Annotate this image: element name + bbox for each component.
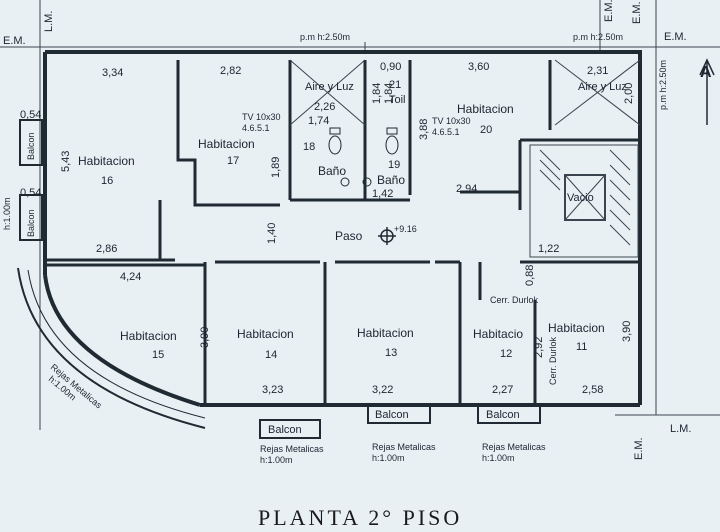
room-20-label: Habitacion (457, 102, 514, 116)
cerr-durlok-vertical-label: Cerr. Durlok (548, 336, 558, 385)
balcon-13-label: Balcon (375, 409, 409, 421)
property-lines (0, 0, 720, 430)
dim-090: 0,90 (380, 61, 401, 73)
north-arrow-icon (699, 58, 715, 125)
dim-360: 3,60 (468, 61, 489, 73)
dim-258: 2,58 (582, 384, 603, 396)
room-18-number: 18 (303, 141, 315, 153)
pm-label-top-right: p.m h:2.50m (573, 32, 623, 42)
dim-390-left: 3,90 (199, 327, 211, 348)
dim-189: 1,89 (270, 157, 282, 178)
dim-054-top: 0,54 (20, 109, 41, 121)
dim-323: 3,23 (262, 384, 283, 396)
em-label-bottom-right: E.M. (633, 437, 645, 460)
dim-140: 1,40 (266, 223, 278, 244)
dim-390-right: 3,90 (621, 321, 633, 342)
room-14-label: Habitacion (237, 327, 294, 341)
rejas-12-line2: h:1.00m (482, 453, 515, 463)
level-value: +9.16 (394, 224, 417, 234)
dim-282: 2,82 (220, 65, 241, 77)
room-12-number: 12 (500, 348, 512, 360)
em-label-top-center: E.M. (603, 0, 615, 22)
plan-title: PLANTA 2° PISO (258, 505, 462, 530)
dim-322: 3,22 (372, 384, 393, 396)
dim-294: 2,94 (456, 183, 477, 195)
room-14-number: 14 (265, 349, 277, 361)
room-19-number: 19 (388, 159, 400, 171)
room-19-label: Baño (377, 173, 405, 187)
tv-spec-left-line1: TV 10x30 (242, 112, 281, 122)
room-17-label: Habitacion (198, 137, 255, 151)
balcon-left-top: Balcon (26, 132, 36, 160)
room-16-label: Habitacion (78, 154, 135, 168)
north-label: A (700, 64, 712, 81)
light-well-left-label: Aire y Luz (305, 81, 354, 93)
tv-spec-right-line1: TV 10x30 (432, 116, 471, 126)
room-20-number: 20 (480, 124, 492, 136)
room-18-label: Baño (318, 164, 346, 178)
tv-spec-left-line2: 4.6.5.1 (242, 123, 270, 133)
dim-227: 2,27 (492, 384, 513, 396)
curved-railing (17, 267, 206, 429)
level-marker (378, 227, 396, 245)
interior-walls (45, 60, 640, 405)
room-11-number: 11 (576, 341, 587, 353)
room-12-label: Habitacio (473, 327, 523, 341)
room-15-label: Habitacion (120, 329, 177, 343)
em-label-top-right: E.M. (664, 31, 687, 43)
dim-184-right: 1,84 (383, 83, 395, 104)
light-well-crosses (289, 59, 641, 126)
dim-292: 2,92 (533, 337, 545, 358)
dim-054-bottom: 0,54 (20, 187, 41, 199)
cerr-durlok-label: Cerr. Durlok (490, 295, 539, 305)
dim-231: 2,31 (587, 65, 608, 77)
rejas-13-line2: h:1.00m (372, 453, 405, 463)
light-well-right-label: Aire y Luz (578, 81, 627, 93)
tv-spec-right-line2: 4.6.5.1 (432, 127, 460, 137)
curved-railing-inner (27, 269, 206, 419)
room-17-number: 17 (227, 155, 239, 167)
dim-122: 1,22 (538, 243, 559, 255)
rejas-14-line2: h:1.00m (260, 455, 293, 465)
vacio-label: Vacio (567, 192, 594, 204)
toilet-label: Toil (389, 94, 406, 106)
pm-label-right: p.m h:2.50m (658, 60, 668, 110)
dim-543: 5,43 (60, 151, 72, 172)
lm-label-right: L.M. (670, 423, 691, 435)
rejas-14-line1: Rejas Metalicas (260, 444, 324, 454)
dim-142: 1,42 (372, 188, 393, 200)
h-label-left: h:1.00m (2, 197, 12, 230)
dim-286: 2,86 (96, 243, 117, 255)
toilet-fixtures (328, 127, 399, 187)
room-16-number: 16 (101, 175, 113, 187)
room-11-label: Habitacion (548, 321, 605, 335)
dim-200: 2,00 (623, 83, 635, 104)
dim-424: 4,24 (120, 271, 141, 283)
paso-label: Paso (335, 229, 363, 243)
staircase (529, 144, 639, 258)
dim-174: 1,74 (308, 115, 329, 127)
dim-388: 3,88 (418, 119, 430, 140)
em-label-top-far-right: E.M. (631, 1, 643, 24)
room-13-number: 13 (385, 347, 397, 359)
rejas-12-line1: Rejas Metalicas (482, 442, 546, 452)
rejas-13-line1: Rejas Metalicas (372, 442, 436, 452)
dim-088: 0,88 (524, 265, 536, 286)
dim-226: 2,26 (314, 101, 335, 113)
balcon-12-label: Balcon (486, 409, 520, 421)
em-label-top-left: E.M. (3, 35, 26, 47)
balconies (19, 119, 541, 439)
balcon-left-bottom: Balcon (26, 209, 36, 237)
light-well-left-number: 21 (389, 79, 401, 91)
balcon-14-label: Balcon (268, 424, 302, 436)
room-15-number: 15 (152, 349, 164, 361)
lm-label-top-left: L.M. (43, 11, 55, 32)
pm-label-top-left: p.m h:2.50m (300, 32, 350, 42)
dim-334: 3,34 (102, 67, 123, 79)
dim-184-left: 1,84 (371, 83, 383, 104)
room-13-label: Habitacion (357, 326, 414, 340)
